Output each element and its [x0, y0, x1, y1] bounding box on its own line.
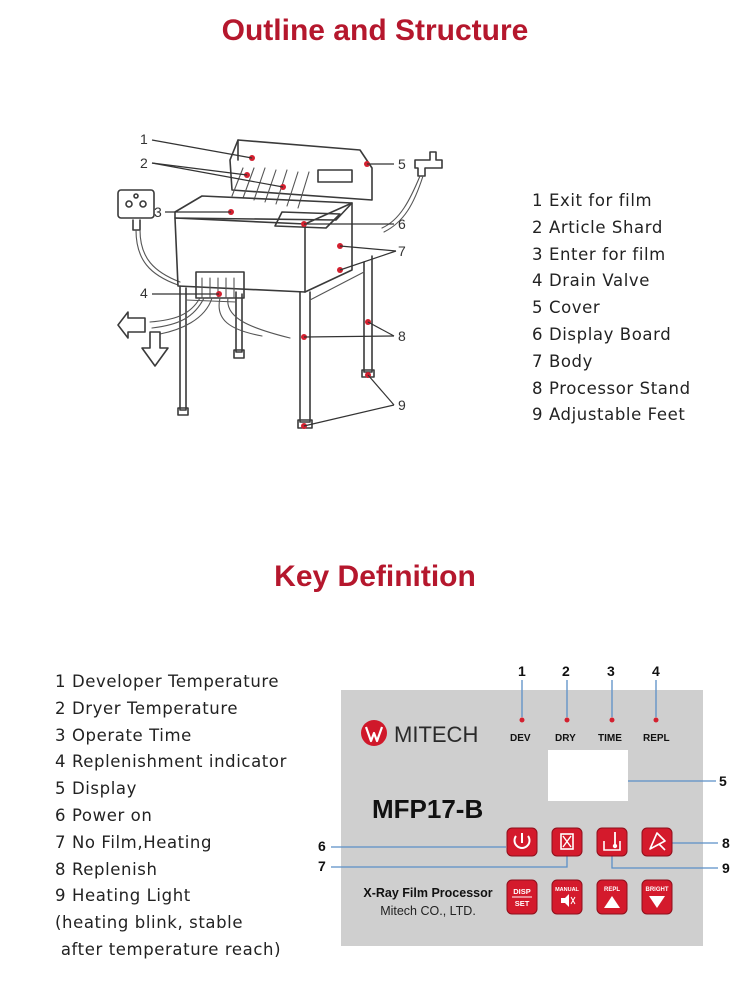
structure-legend-item: 8 Processor Stand: [532, 378, 691, 398]
key-callout-3: 3: [607, 663, 615, 679]
structure-legend: 1 Exit for film 2 Article Shard 3 Enter …: [532, 188, 691, 429]
disp-label: DISP: [513, 887, 531, 896]
keys-legend: 1 Developer Temperature 2 Dryer Temperat…: [55, 669, 287, 964]
replenish-icon: [649, 832, 666, 851]
callout-1: 1: [140, 131, 148, 147]
callout-5: 5: [398, 156, 406, 172]
callout-9: 9: [398, 397, 406, 413]
manual-button[interactable]: MANUAL: [551, 879, 583, 915]
keys-legend-item: 9 Heating Light: [55, 886, 191, 906]
mitech-logo-icon: [361, 720, 387, 746]
indicator-dev: DEV: [510, 733, 531, 744]
keys-legend-item: 7 No Film,Heating: [55, 832, 213, 852]
key-callout-4: 4: [652, 663, 660, 679]
indicator-dry: DRY: [555, 733, 576, 744]
manual-label: MANUAL: [555, 887, 579, 893]
product-name: X-Ray Film Processor: [363, 886, 492, 900]
key-callout-2: 2: [562, 663, 570, 679]
bright-label: BRIGHT: [646, 887, 669, 893]
disp-set-button[interactable]: DISP SET: [506, 879, 538, 915]
structure-legend-item: 5 Cover: [532, 298, 601, 318]
structure-legend-item: 1 Exit for film: [532, 191, 653, 210]
callout-8: 8: [398, 328, 406, 344]
callout-6: 6: [398, 216, 406, 232]
company-name: Mitech CO., LTD.: [380, 904, 476, 918]
control-panel-diagram: MITECH MFP17-B DEV DRY TIME REPL 1 2 3 4…: [318, 663, 730, 946]
keys-legend-item: 2 Dryer Temperature: [55, 698, 239, 718]
keys-legend-item: after temperature reach): [55, 939, 282, 959]
indicator-repl: REPL: [643, 733, 670, 744]
callout-3: 3: [154, 204, 162, 220]
display-screen: [548, 750, 628, 801]
structure-legend-item: 4 Drain Valve: [532, 271, 651, 291]
key-callout-6: 6: [318, 838, 326, 854]
wall-socket-icon: [117, 189, 181, 286]
structure-legend-item: 6 Display Board: [532, 324, 672, 344]
key-callout-7: 7: [318, 858, 326, 874]
repl-label: REPL: [604, 887, 620, 893]
callout-7: 7: [398, 243, 406, 259]
keys-legend-item: 5 Display: [55, 779, 137, 799]
replenish-button[interactable]: [641, 827, 673, 857]
no-film-button[interactable]: [551, 827, 583, 857]
brand-name: MITECH: [394, 722, 478, 747]
keys-legend-item: 6 Power on: [55, 805, 153, 825]
keys-legend-item: 1 Developer Temperature: [55, 672, 280, 691]
heating-button[interactable]: [596, 827, 628, 857]
indicator-time: TIME: [598, 733, 622, 744]
processor-illustration: 1 2 3 4 5 6 7 8 9: [117, 131, 443, 429]
structure-legend-item: 2 Article Shard: [532, 217, 663, 237]
water-tap-icon: [381, 151, 443, 233]
model-name: MFP17-B: [372, 794, 483, 824]
key-callout-8: 8: [722, 835, 730, 851]
down-arrow-icon: [649, 896, 665, 908]
keys-heading: Key Definition: [274, 560, 476, 593]
structure-legend-item: 9 Adjustable Feet: [532, 405, 686, 425]
repl-button[interactable]: REPL: [596, 879, 628, 915]
keys-legend-item: 8 Replenish: [55, 859, 158, 879]
bright-button[interactable]: BRIGHT: [641, 879, 673, 915]
keys-legend-item: 4 Replenishment indicator: [55, 752, 287, 772]
structure-legend-item: 3 Enter for film: [532, 244, 666, 264]
keys-legend-item: 3 Operate Time: [55, 725, 192, 745]
structure-heading: Outline and Structure: [221, 14, 529, 47]
power-icon: [513, 833, 531, 849]
key-callout-9: 9: [722, 860, 730, 876]
up-arrow-icon: [604, 896, 620, 908]
keys-legend-item: (heating blink, stable: [55, 913, 244, 933]
set-label: SET: [515, 899, 530, 908]
structure-legend-item: 7 Body: [532, 351, 593, 371]
heating-icon: [603, 832, 621, 851]
callout-4: 4: [140, 285, 148, 301]
no-film-icon: [560, 833, 574, 850]
key-callout-1: 1: [518, 663, 526, 679]
power-button[interactable]: [506, 827, 538, 857]
key-callout-5: 5: [719, 773, 727, 789]
callout-2: 2: [140, 155, 148, 171]
volume-icon: [561, 894, 576, 907]
